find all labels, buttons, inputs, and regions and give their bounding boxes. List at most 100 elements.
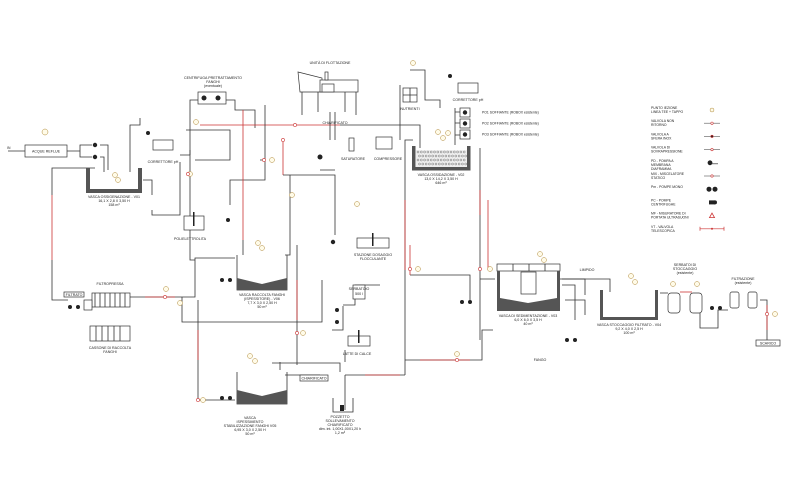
flocculante-label: STAZIONE DOSAGGIO	[354, 253, 392, 257]
legend-label: DIAFRAMMA	[651, 167, 672, 171]
check-valve-icon	[704, 121, 720, 125]
serbatoio-volume: 500 l	[355, 292, 363, 296]
aeration-bubble	[449, 150, 453, 154]
aeration-bubble	[430, 150, 433, 154]
serbatoi-label-2: STOCCAGGIO	[673, 267, 697, 271]
pump-icon	[92, 142, 98, 160]
telescopic-valve-icon	[699, 226, 725, 231]
flow-meter-icon	[708, 212, 716, 219]
tank-v01	[86, 168, 142, 193]
v01-label: VASCA OSSIGENAZIONE - V01	[88, 195, 140, 199]
inlet-label: IN	[7, 146, 11, 150]
serbatoi-label: SERBATOI DI	[674, 263, 696, 267]
v04-volume: 100 m³	[623, 331, 635, 335]
aeration-bubble	[444, 162, 448, 166]
aeration-bubble	[434, 162, 438, 166]
legend-label: CENTRIFUGHE	[651, 202, 676, 206]
legend-label: STATICO	[651, 176, 666, 180]
latte-calce-label: LATTE DI CALCE	[343, 352, 372, 356]
aeration-bubble	[434, 154, 438, 158]
aeration-bubble	[438, 154, 441, 158]
aeration-bubble	[444, 154, 448, 158]
aeration-bubble	[428, 154, 431, 158]
aeration-bubble	[453, 150, 456, 154]
v06-label-2: (ISPESSITORE) - V06	[244, 297, 280, 301]
aeration-bubble	[418, 154, 421, 158]
v05-label: VASCA	[244, 416, 257, 420]
aeration-bubble	[446, 150, 449, 154]
serbatoio-label: SERBATOIO	[349, 287, 370, 291]
diaphragm-pump-icon	[707, 160, 718, 166]
v01-dim: 16,1 X 2,8 X 3,50 H	[98, 199, 130, 203]
compressore-label: COMPRESSORE	[374, 157, 403, 161]
pozzetto-dim: dim. int. 1,00X1,00X1,20 h	[319, 427, 361, 431]
legend-label: VT - VALVOLA	[651, 225, 674, 229]
pozzetto-label: POZZETTO	[330, 415, 349, 419]
filtrazione-note: (esistente)	[735, 281, 752, 285]
pipelines	[8, 69, 768, 410]
aeration-bubble	[463, 150, 466, 154]
valve-icons	[163, 123, 769, 402]
aeration-bubble	[433, 158, 436, 162]
aeration-bubble	[448, 162, 451, 166]
legend-item: Pm - POMPE MONO	[651, 185, 718, 192]
legend-label: TELESCOPICA	[651, 229, 675, 233]
legend-label: MIX - MISCELATORE	[651, 172, 685, 176]
nutrienti-label: NUTRIENTI	[400, 107, 419, 111]
soffiante-1-label: PO1 SOFFIANTE (ROBOX esistente)	[482, 111, 539, 115]
centrifuga-label-2: FANGHI	[206, 80, 219, 84]
aeration-bubble	[431, 162, 434, 166]
v04-dim: 9,2 X 4,0 X 2,5 H	[615, 327, 643, 331]
aeration-bubble	[464, 162, 467, 166]
cassone-label: CASSONE DI RACCOLTA	[89, 346, 132, 350]
acque-reflue-label: ACQUE REFLUE	[32, 150, 61, 154]
aeration-bubble	[461, 162, 464, 166]
mono-pump-icon	[706, 186, 718, 192]
v01-volume: 158 m³	[108, 203, 120, 207]
legend-label: SOVRAPRESSIONE	[651, 150, 683, 154]
v05-dim: 6,95 X 3,0 X 2,50 H	[234, 428, 266, 432]
serbatoi-note: (esistente)	[677, 271, 694, 275]
polielettrolita-label: POLIELETTROLITA	[174, 237, 207, 241]
legend-label: LINEA TEE + TAPPO	[651, 110, 683, 114]
soffiante-2-label: PO2 SOFFIANTE (ROBOX esistente)	[482, 122, 539, 126]
aeration-bubble	[439, 150, 443, 154]
v02-volume: 646 m³	[435, 181, 447, 185]
aeration-bubble	[451, 162, 454, 166]
soffiante-3-label: PO3 SOFFIANTE (ROBOX esistente)	[482, 133, 539, 137]
filter-press	[83, 292, 131, 311]
aeration-bubble	[451, 154, 454, 158]
aeration-bubble	[420, 150, 423, 154]
v05-label-2: ISPESSIMENTO	[237, 420, 264, 424]
tank-v05	[220, 372, 288, 405]
aeration-bubble	[439, 158, 443, 162]
scarico-label: SCARICO	[760, 342, 777, 346]
aeration-bubble	[426, 150, 430, 154]
legend-label: RITORNO	[651, 123, 667, 127]
aeration-bubble	[446, 158, 449, 162]
centrifugal-pump-icon	[709, 200, 717, 205]
injection-point-icon	[709, 107, 715, 113]
aeration-bubble	[464, 154, 467, 158]
aeration-bubble	[461, 154, 464, 158]
v02-dim: 13,0 X 14,2 X 3,50 H	[424, 177, 458, 181]
legend-label: SFERA INOX	[651, 136, 672, 140]
acque-reflue-box	[24, 144, 68, 158]
aeration-bubble	[430, 158, 433, 162]
filtrato-label: FILTRATO	[66, 293, 83, 297]
cassone-label-2: FANGHI	[103, 350, 116, 354]
aeration-bubble	[423, 150, 426, 154]
flocculante-label-2: FLOCCULANTE	[360, 257, 387, 261]
instrument-icons	[41, 60, 778, 403]
aeration-bubble	[457, 162, 461, 166]
limpido-label: LIMPIDO	[580, 268, 595, 272]
centrifuga-note: (eventuale)	[204, 84, 222, 88]
chiarificato-label: CHIARIFICATO	[322, 121, 347, 125]
aeration-bubble	[418, 162, 421, 166]
filtrazione-label: FILTRAZIONE	[731, 277, 755, 281]
